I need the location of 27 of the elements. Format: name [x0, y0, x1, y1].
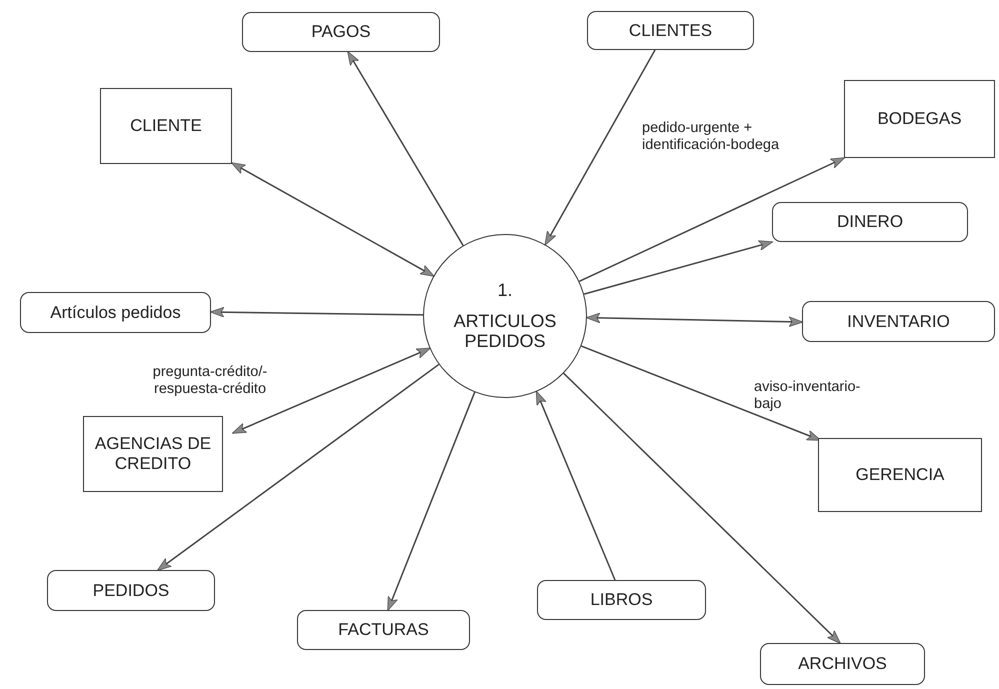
data-store-box: PEDIDOS: [47, 570, 215, 611]
arrow: [544, 50, 656, 246]
entity-box: BODEGAS: [844, 80, 995, 158]
arrow: [579, 157, 846, 282]
data-store-box: DINERO: [772, 202, 968, 242]
process-circle: 1. ARTICULOS PEDIDOS: [423, 234, 587, 398]
data-store-box: CLIENTES: [587, 11, 754, 50]
arrow: [584, 240, 774, 295]
arrow: [210, 306, 424, 318]
data-store-box: PAGOS: [242, 12, 440, 52]
arrow: [232, 348, 431, 434]
arrow: [347, 50, 464, 246]
arrow: [586, 312, 804, 328]
arrow: [387, 392, 476, 612]
entity-box: AGENCIAS DE CREDITO: [83, 416, 223, 492]
arrow: [536, 390, 616, 580]
arrow: [156, 364, 440, 571]
arrow: [581, 345, 822, 441]
entity-box: GERENCIA: [818, 438, 982, 512]
entity-box: CLIENTE: [100, 88, 232, 164]
data-store-box: FACTURAS: [297, 610, 470, 650]
data-store-box: ARCHIVOS: [760, 643, 925, 685]
data-store-box: Artículos pedidos: [20, 292, 211, 333]
arrow: [563, 372, 842, 644]
data-store-box: INVENTARIO: [802, 301, 995, 342]
data-store-box: LIBROS: [537, 580, 706, 620]
arrow: [230, 162, 435, 277]
